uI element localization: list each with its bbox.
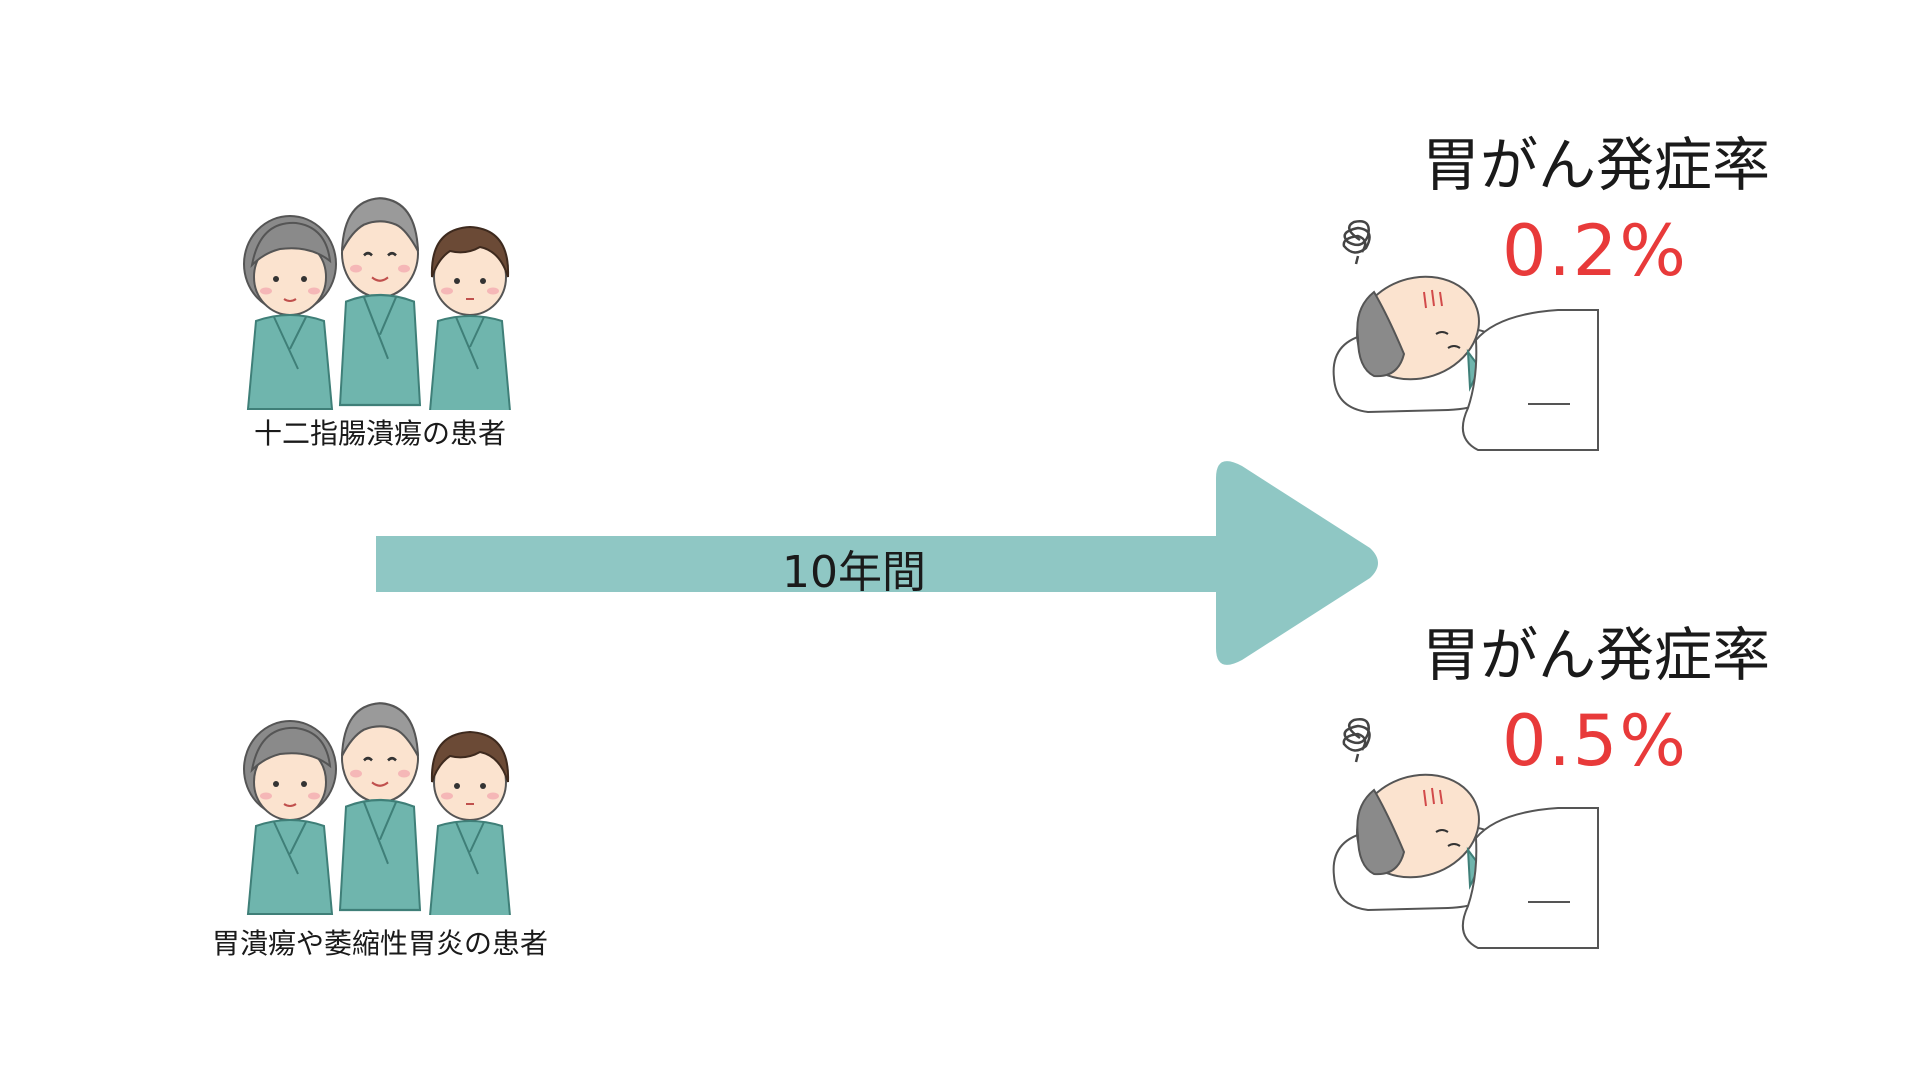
patient-elderly-man — [338, 196, 422, 407]
group-label-gastric: 胃潰瘍や萎縮性胃炎の患者 — [211, 927, 548, 960]
patient-elderly-man — [338, 701, 422, 912]
patients-group-2 — [230, 690, 530, 917]
patients-group-icon — [243, 701, 511, 917]
sick-patient-in-bed-icon — [1332, 718, 1600, 950]
arrow-label: 10年間 — [782, 547, 926, 598]
time-arrow — [376, 452, 1386, 674]
right-arrow-icon — [376, 461, 1378, 665]
group-label-duodenal: 十二指腸潰瘍の患者 — [253, 417, 506, 450]
patients-group-1 — [230, 185, 530, 412]
outcome-rate-1: 0.2% — [1502, 210, 1688, 292]
patients-group-icon — [243, 196, 511, 412]
patient-young-man — [429, 731, 511, 917]
outcome-title-2: 胃がん発症率 — [1422, 621, 1771, 689]
sick-patient-1 — [1328, 218, 1608, 454]
patient-young-man — [429, 226, 511, 412]
sick-patient-in-bed-icon — [1332, 220, 1600, 452]
patient-woman-gray-hair — [243, 720, 337, 915]
patient-woman-gray-hair — [243, 215, 337, 410]
outcome-title-1: 胃がん発症率 — [1422, 131, 1771, 199]
sick-patient-2 — [1328, 716, 1608, 952]
outcome-rate-2: 0.5% — [1502, 700, 1688, 782]
